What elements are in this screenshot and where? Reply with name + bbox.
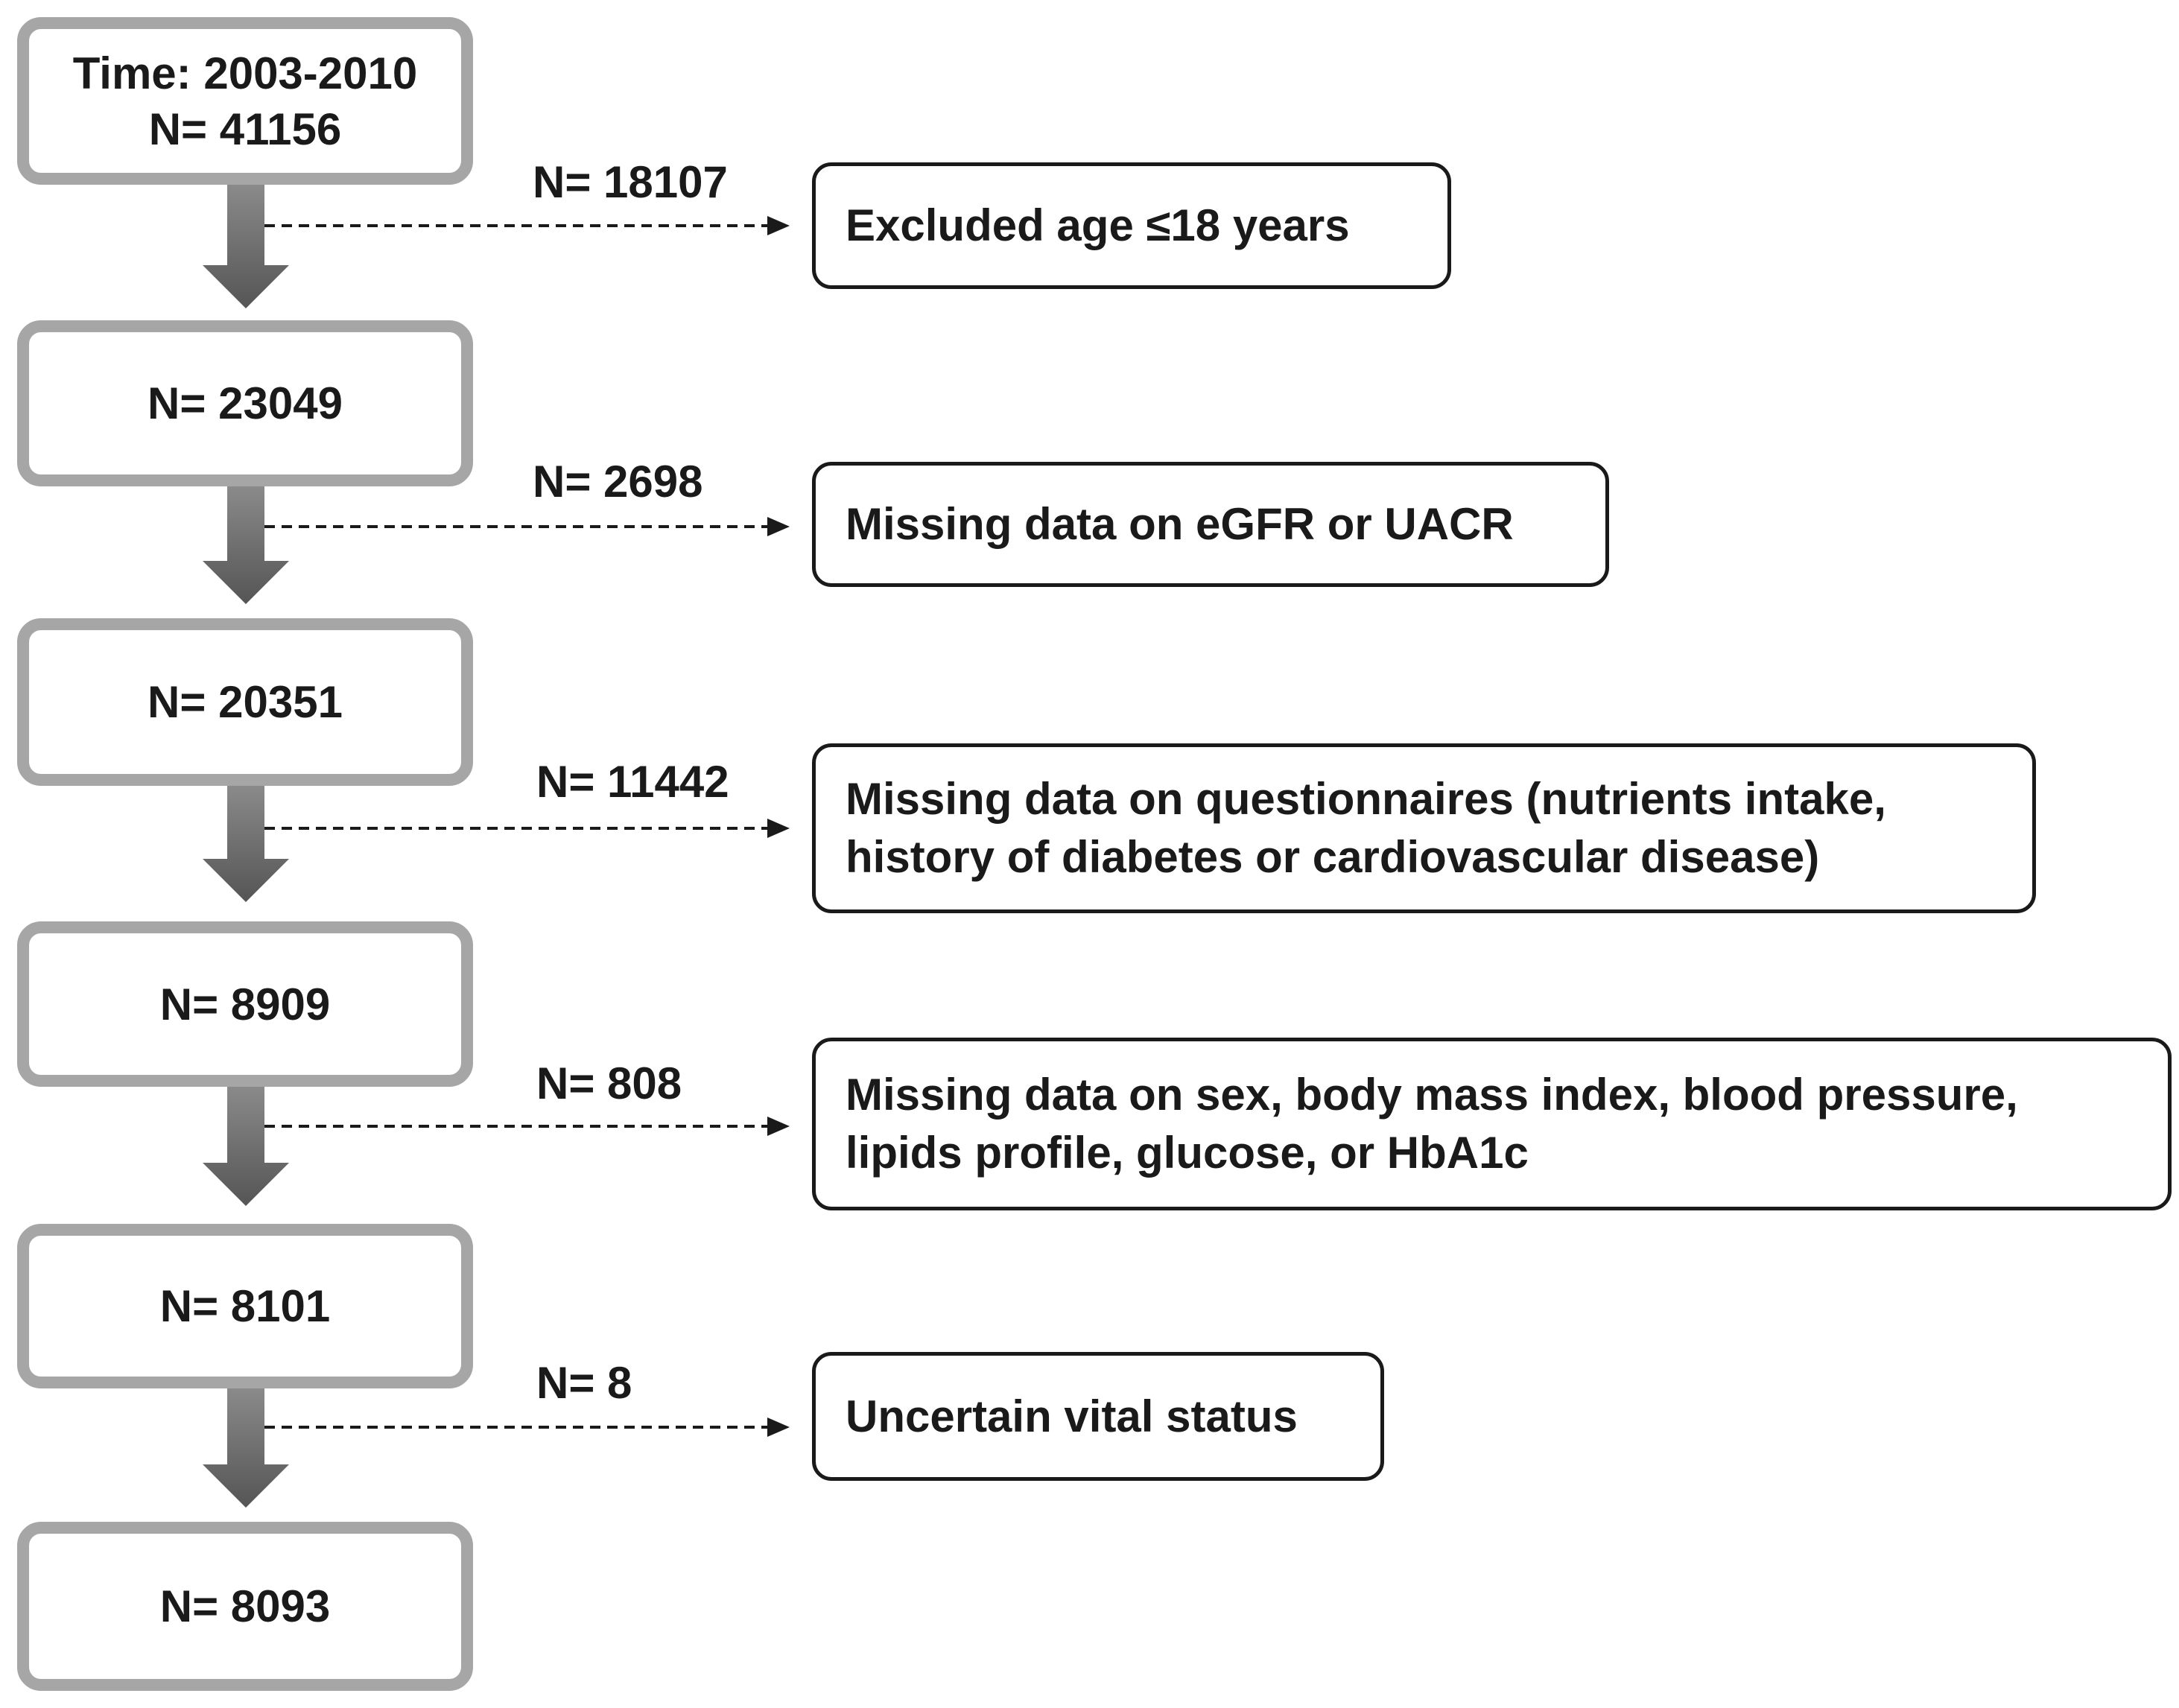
- stage-box: N= 23049: [17, 320, 473, 486]
- stage-count: N= 8909: [159, 979, 331, 1029]
- exclusion-connector: [264, 819, 790, 838]
- exclusion-box-age: Excluded age ≤18 years: [812, 162, 1451, 289]
- stage-count: N= 23049: [148, 378, 343, 428]
- stage-box: N= 20351: [17, 618, 473, 786]
- exclusion-box-vital-status: Uncertain vital status: [812, 1352, 1384, 1481]
- stage-count: N= 41156: [148, 104, 342, 154]
- stage-box: N= 8909: [17, 921, 473, 1087]
- stage-count: N= 8093: [159, 1581, 331, 1631]
- exclusion-connector: [264, 1117, 790, 1136]
- exclusion-connector: [264, 216, 790, 235]
- stage-count: N= 20351: [148, 677, 343, 727]
- flow-arrow: [203, 1087, 289, 1206]
- stage-box-initial: Time: 2003-2010 N= 41156: [17, 17, 473, 185]
- flow-arrow: [203, 786, 289, 902]
- stage-period: Time: 2003-2010: [72, 48, 418, 98]
- exclusion-reason: history of diabetes or cardiovascular di…: [846, 832, 1820, 882]
- excluded-count: N= 18107: [533, 157, 728, 207]
- excluded-count: N= 11442: [536, 757, 729, 807]
- exclusion-box-questionnaires: Missing data on questionnaires (nutrient…: [812, 743, 2036, 913]
- flow-arrow: [203, 486, 289, 604]
- exclusion-connector: [264, 517, 790, 536]
- stage-box-final: N= 8093: [17, 1522, 473, 1691]
- excluded-count: N= 808: [536, 1058, 682, 1108]
- exclusion-connector: [264, 1417, 790, 1437]
- excluded-count: N= 2698: [533, 457, 703, 507]
- exclusion-box-egfr-uacr: Missing data on eGFR or UACR: [812, 462, 1609, 587]
- exclusion-reason: Missing data on eGFR or UACR: [846, 499, 1514, 549]
- flow-arrow: [203, 185, 289, 308]
- exclusion-reason: Missing data on questionnaires (nutrient…: [846, 774, 1886, 824]
- excluded-count: N= 8: [536, 1358, 632, 1408]
- stage-box: N= 8101: [17, 1224, 473, 1388]
- exclusion-reason: Missing data on sex, body mass index, bl…: [846, 1070, 2018, 1120]
- exclusion-reason: lipids profile, glucose, or HbA1c: [846, 1128, 1529, 1178]
- exclusion-reason: Excluded age ≤18 years: [846, 200, 1350, 250]
- stage-count: N= 8101: [159, 1281, 331, 1331]
- exclusion-box-clinical: Missing data on sex, body mass index, bl…: [812, 1038, 2172, 1210]
- flow-arrow: [203, 1388, 289, 1508]
- exclusion-reason: Uncertain vital status: [846, 1391, 1298, 1441]
